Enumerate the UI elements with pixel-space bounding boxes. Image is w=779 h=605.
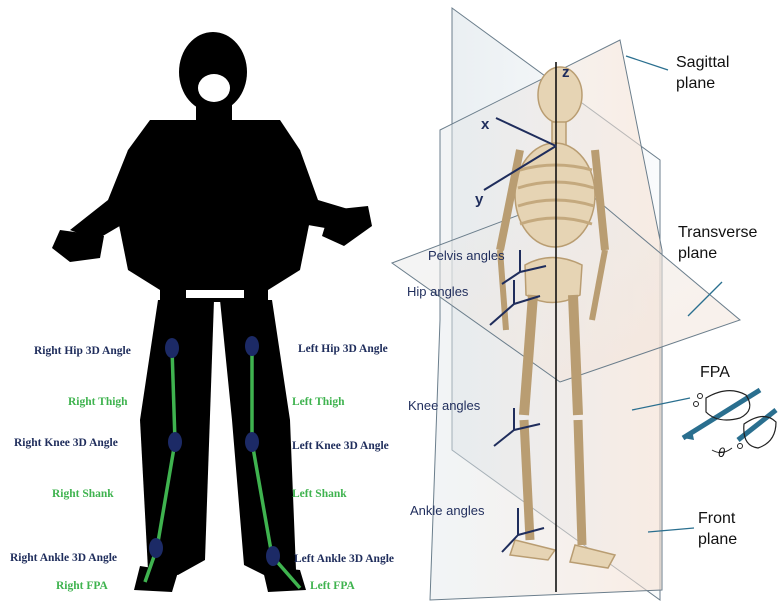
front-plane-label-line1: Front bbox=[698, 508, 737, 529]
knee-angles-label: Knee angles bbox=[408, 398, 480, 413]
x-axis-label: x bbox=[481, 116, 489, 133]
y-axis-label: y bbox=[475, 191, 483, 208]
fpa-label: FPA bbox=[700, 362, 730, 383]
sagittal-plane-label: Sagittal plane bbox=[676, 52, 729, 94]
pelvis-angles-label: Pelvis angles bbox=[428, 248, 505, 263]
transverse-plane-label-line2: plane bbox=[678, 243, 757, 264]
theta-label: θ bbox=[718, 442, 725, 463]
sagittal-plane-label-line2: plane bbox=[676, 73, 729, 94]
transverse-plane-label-line1: Transverse bbox=[678, 222, 757, 243]
fpa-diagram bbox=[683, 390, 776, 453]
ankle-angles-label: Ankle angles bbox=[410, 503, 484, 518]
hip-angles-label: Hip angles bbox=[407, 284, 468, 299]
front-plane-label: Front plane bbox=[698, 508, 737, 550]
front-plane-label-line2: plane bbox=[698, 529, 737, 550]
transverse-plane-label: Transverse plane bbox=[678, 222, 757, 264]
sagittal-leader bbox=[626, 56, 668, 70]
z-axis-label: z bbox=[562, 64, 570, 81]
sagittal-plane-label-line1: Sagittal bbox=[676, 52, 729, 73]
